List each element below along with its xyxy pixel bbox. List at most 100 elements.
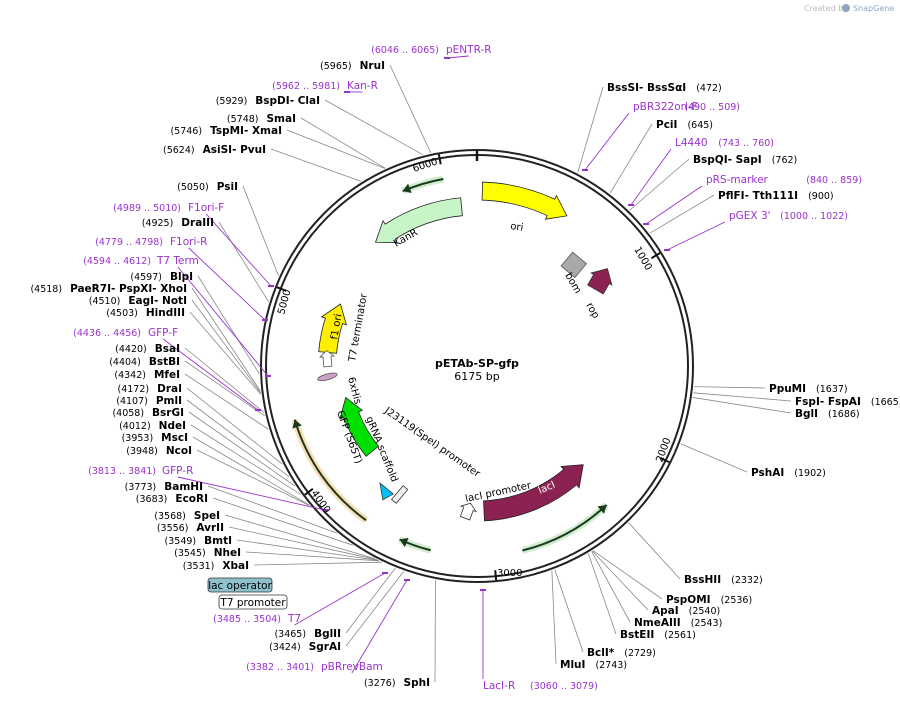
primer-pgex-3--5-name: pGEX 3': [729, 210, 771, 222]
f1ori-feature: [318, 303, 347, 354]
plasmid-name: pETAb-SP-gfp: [435, 357, 519, 370]
leader-lines: [162, 55, 792, 683]
enzyme-bsshii-8-pos: (2332): [731, 575, 763, 586]
primer-pbr322ori-f-2-name: pBR322ori-F: [633, 101, 698, 113]
enzyme-avrii-21-leader: [228, 526, 378, 561]
enzyme-bmti-20-pos: (3549): [165, 536, 197, 547]
tick-6000: [437, 154, 442, 165]
enzyme-bamhi-24-name: BamHI: [164, 481, 203, 493]
enzyme-pspomi-9-name: PspOMI: [666, 594, 711, 606]
enzyme-bgli-6-name: BglI: [795, 408, 818, 420]
enzyme-pflfi-3-name: PflFI: [718, 190, 745, 202]
enzyme-blpi-37-leader: [197, 275, 260, 374]
enzyme-pshai-7-pos: (1902): [794, 468, 826, 479]
gfp-outer-arrow-head: [292, 419, 302, 429]
enzyme-tspmi-41-alias1: - XmaI: [244, 125, 282, 137]
bottom-outer-arrow: [398, 536, 432, 554]
enzyme-draiii-38-pos: (4925): [142, 218, 174, 229]
laci-outer-arrow-glow: [521, 502, 609, 554]
enzyme-hindiii-34-leader: [189, 311, 262, 395]
tick-1000: [650, 252, 661, 260]
enzyme-tspmi-41-name: TspMI: [210, 125, 244, 137]
features: [291, 175, 613, 554]
laci-feature: [483, 464, 584, 522]
enzyme-fspi-5-leader: [693, 392, 792, 402]
kanr-outer-arrow-head: [402, 183, 412, 193]
enzyme-drai-30-leader: [186, 387, 283, 465]
snapgene-logo-icon: [842, 4, 850, 12]
primer-pentr-r-0-name: pENTR-R: [446, 44, 492, 56]
tick-marks: [276, 151, 670, 581]
primer-f1ori-f-6-range: (4989 .. 5010): [113, 203, 181, 214]
primer-pentr-r-0-leader: [446, 55, 469, 59]
enzyme-hindiii-34-pos: (4503): [106, 308, 138, 319]
enzyme-pflfi-3-pos: (900): [808, 191, 834, 202]
enzyme-smai-42-pos: (5748): [227, 114, 259, 125]
primer-laci-r-13-range: (3060 .. 3079): [530, 681, 598, 692]
enzyme-bcli-13-alias: *: [609, 647, 615, 659]
enzyme-apai-10-name: ApaI: [652, 605, 679, 617]
primer-gfp-r-10-name: GFP-R: [162, 465, 193, 477]
enzyme-pflfi-3-alias: - Tth111I: [745, 190, 799, 202]
enzyme-bsai-33-name: BsaI: [155, 343, 180, 355]
enzyme-psii-39-leader: [242, 185, 279, 277]
primer-kan-r-1-range: (5962 .. 5981): [272, 81, 340, 92]
primer-f1ori-r-7-range: (4779 .. 4798): [95, 237, 163, 248]
enzyme-bsssi-0-alias: - BssSαI: [639, 82, 686, 94]
enzyme-bspqi-2-leader: [629, 158, 690, 211]
primer-gfp-r-10-leader: [177, 476, 326, 511]
enzyme-pspomi-9-pos: (2536): [721, 595, 753, 606]
enzyme-pmli-29-pos: (4107): [116, 396, 148, 407]
primer-laci-r-13-name: LacI-R: [483, 680, 515, 692]
enzyme-ppumi-4-leader: [694, 386, 766, 389]
gfp-feature: [339, 396, 380, 457]
enzyme-bglii-17-pos: (3465): [274, 629, 306, 640]
laci-promoter-feature: [459, 502, 477, 521]
enzyme-psii-39-name: PsiI: [217, 181, 238, 193]
enzyme-fspi-5-alias: - FspAI: [820, 396, 861, 408]
enzyme-ndei-27-pos: (4012): [119, 421, 151, 432]
lac-operator-label: lac operator: [208, 580, 272, 592]
primer-pbr322ori-f-2-range: (490 .. 509): [684, 102, 740, 113]
enzyme-bmti-20-name: BmtI: [204, 535, 232, 547]
enzyme-blpi-37-pos: (4597): [130, 272, 162, 283]
laci-outer-arrow-line: [522, 504, 608, 552]
lac-operator-box: [207, 577, 273, 593]
enzyme-bsteii-12-leader: [587, 553, 617, 635]
enzyme-nmeaiii-11-leader: [591, 551, 631, 623]
enzyme-bspqi-2-alias: - SapI: [728, 154, 762, 166]
enzyme-drai-30-pos: (4172): [118, 384, 150, 395]
enzyme-nhei-19-name: NheI: [214, 547, 241, 559]
enzyme-bstbi-32-name: BstBI: [149, 356, 180, 368]
ori-feature: [481, 181, 568, 220]
tick-label-1000: 1000: [631, 245, 653, 273]
site-labels: BssSI - BssSαI(472)PciI(645)BspQI - SapI…: [30, 44, 900, 692]
primer-l4440-3-range: (743 .. 760): [718, 138, 774, 149]
enzyme-bsrgi-28-pos: (4058): [112, 408, 144, 419]
feature-label-j23119: J23119(SpeI) promoter: [381, 405, 482, 480]
enzyme-spei-22-name: SpeI: [194, 510, 220, 522]
primer-prs-marker-4-name: pRS-marker: [706, 174, 769, 186]
enzyme-ecori-23-leader: [212, 497, 353, 546]
enzyme-mfei-31-name: MfeI: [154, 369, 180, 381]
enzyme-ncoi-25-name: NcoI: [166, 445, 192, 457]
tick-label-4000: 4000: [309, 488, 333, 515]
enzyme-xbai-18-pos: (3531): [183, 561, 215, 572]
primer-pbrrevbam-12-leader: [351, 579, 408, 674]
enzyme-bspdi-43-leader: [324, 99, 424, 156]
primer-t7-11-name: T7: [287, 613, 301, 625]
kanr-feature: [374, 197, 463, 243]
enzyme-mlui-14-name: MluI: [560, 659, 585, 671]
enzyme-bsai-33-pos: (4420): [115, 344, 147, 355]
enzyme-bspqi-2-name: BspQI: [693, 154, 728, 166]
enzyme-ncoi-25-leader: [196, 449, 310, 506]
enzyme-bstbi-32-pos: (4404): [109, 357, 141, 368]
enzyme-bcli-13-leader: [554, 569, 584, 653]
enzyme-asisi-40-pos: (5624): [163, 145, 195, 156]
primer-t7-term-8-range: (4594 .. 4612): [83, 256, 151, 267]
enzyme-bcli-13-pos: (2729): [624, 648, 656, 659]
gfp-outer-arrow: [291, 418, 369, 524]
enzyme-bamhi-24-leader: [207, 485, 338, 534]
enzyme-bspdi-43-name: BspDI: [255, 95, 289, 107]
